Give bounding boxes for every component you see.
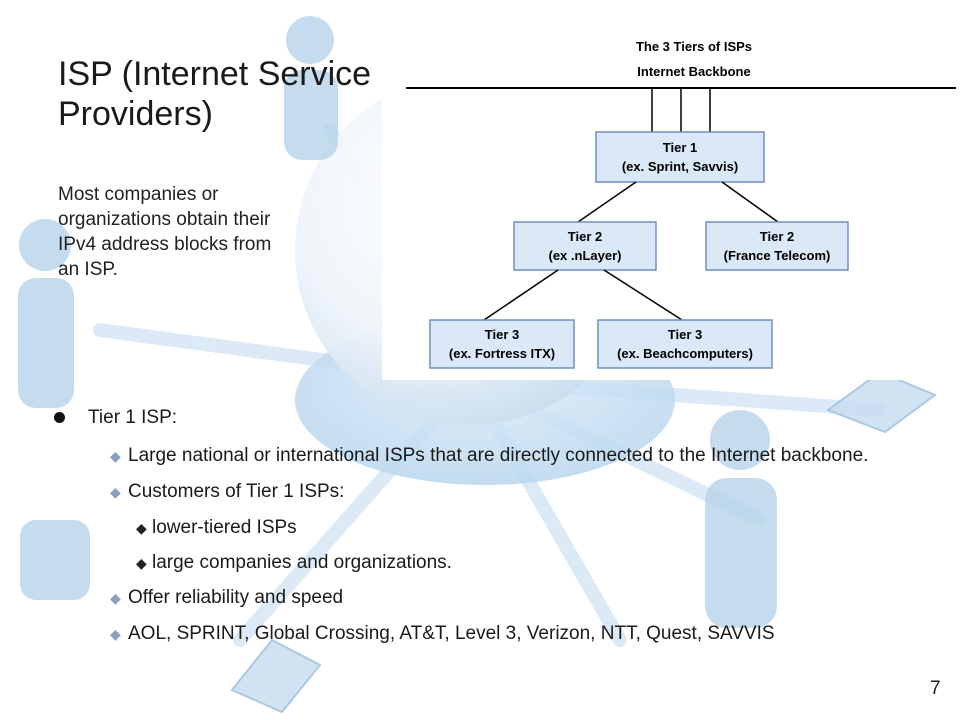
tier1-name: Tier 1 bbox=[663, 140, 697, 155]
tier2a-name: Tier 2 bbox=[568, 229, 602, 244]
tier2b-name: Tier 2 bbox=[760, 229, 794, 244]
sub-sub-bullet-marker-icon: ◆ bbox=[136, 555, 147, 571]
tier2b-example: (France Telecom) bbox=[724, 248, 831, 263]
sub-bullet-marker-icon: ◆ bbox=[110, 448, 121, 464]
sub-bullet-text: Customers of Tier 1 ISPs: bbox=[128, 481, 345, 502]
sub-bullet-marker-icon: ◆ bbox=[110, 590, 121, 606]
sub-sub-bullet-marker-icon: ◆ bbox=[136, 520, 147, 536]
sub-sub-bullet-lower-tier: ◆ lower-tiered ISPs bbox=[54, 516, 904, 540]
tier3b-example: (ex. Beachcomputers) bbox=[617, 346, 753, 361]
tier1-example: (ex. Sprint, Savvis) bbox=[622, 159, 738, 174]
tier3-box-right: Tier 3 (ex. Beachcomputers) bbox=[597, 319, 773, 369]
tier2a-example: (ex .nLayer) bbox=[549, 248, 622, 263]
bullet-dot-icon bbox=[54, 412, 65, 423]
diagram-canvas: The 3 Tiers of ISPs Internet Backbone Ti… bbox=[406, 39, 956, 369]
sub-bullet-text: Offer reliability and speed bbox=[128, 587, 344, 608]
sub-bullet-text: AOL, SPRINT, Global Crossing, AT&T, Leve… bbox=[128, 623, 775, 644]
tier1-box: Tier 1 (ex. Sprint, Savvis) bbox=[595, 131, 765, 183]
diagram-heading: The 3 Tiers of ISPs bbox=[636, 39, 752, 54]
sub-sub-bullet-text: large companies and organizations. bbox=[152, 552, 452, 573]
sub-bullet-customers: ◆ Customers of Tier 1 ISPs: bbox=[54, 480, 904, 504]
sub-sub-bullet-large-companies: ◆ large companies and organizations. bbox=[54, 551, 904, 575]
slide-title: ISP (Internet Service Providers) bbox=[58, 55, 372, 133]
sub-bullet-reliability: ◆ Offer reliability and speed bbox=[54, 586, 904, 610]
isp-tier-diagram: The 3 Tiers of ISPs Internet Backbone Ti… bbox=[382, 26, 960, 380]
sub-bullet-text: Large national or international ISPs tha… bbox=[128, 445, 869, 466]
sub-bullet-marker-icon: ◆ bbox=[110, 484, 121, 500]
page-number: 7 bbox=[930, 678, 941, 699]
sub-bullet-marker-icon: ◆ bbox=[110, 626, 121, 642]
sub-sub-bullet-text: lower-tiered ISPs bbox=[152, 517, 297, 538]
bullet-main-text: Tier 1 ISP: bbox=[88, 407, 178, 428]
sub-bullet-definition: ◆ Large national or international ISPs t… bbox=[54, 444, 904, 468]
backbone-label: Internet Backbone bbox=[637, 64, 750, 79]
bullet-list: Tier 1 ISP: ◆ Large national or internat… bbox=[54, 406, 904, 658]
tier3-box-left: Tier 3 (ex. Fortress ITX) bbox=[429, 319, 575, 369]
sub-bullet-examples: ◆ AOL, SPRINT, Global Crossing, AT&T, Le… bbox=[54, 622, 904, 646]
tier3a-name: Tier 3 bbox=[485, 327, 519, 342]
tier2-box-left: Tier 2 (ex .nLayer) bbox=[513, 221, 657, 271]
intro-text: Most companies or organizations obtain t… bbox=[58, 184, 272, 280]
tier3b-name: Tier 3 bbox=[668, 327, 702, 342]
tier2-box-right: Tier 2 (France Telecom) bbox=[705, 221, 849, 271]
bullet-tier1-isp: Tier 1 ISP: bbox=[54, 406, 904, 430]
tier3a-example: (ex. Fortress ITX) bbox=[449, 346, 555, 361]
